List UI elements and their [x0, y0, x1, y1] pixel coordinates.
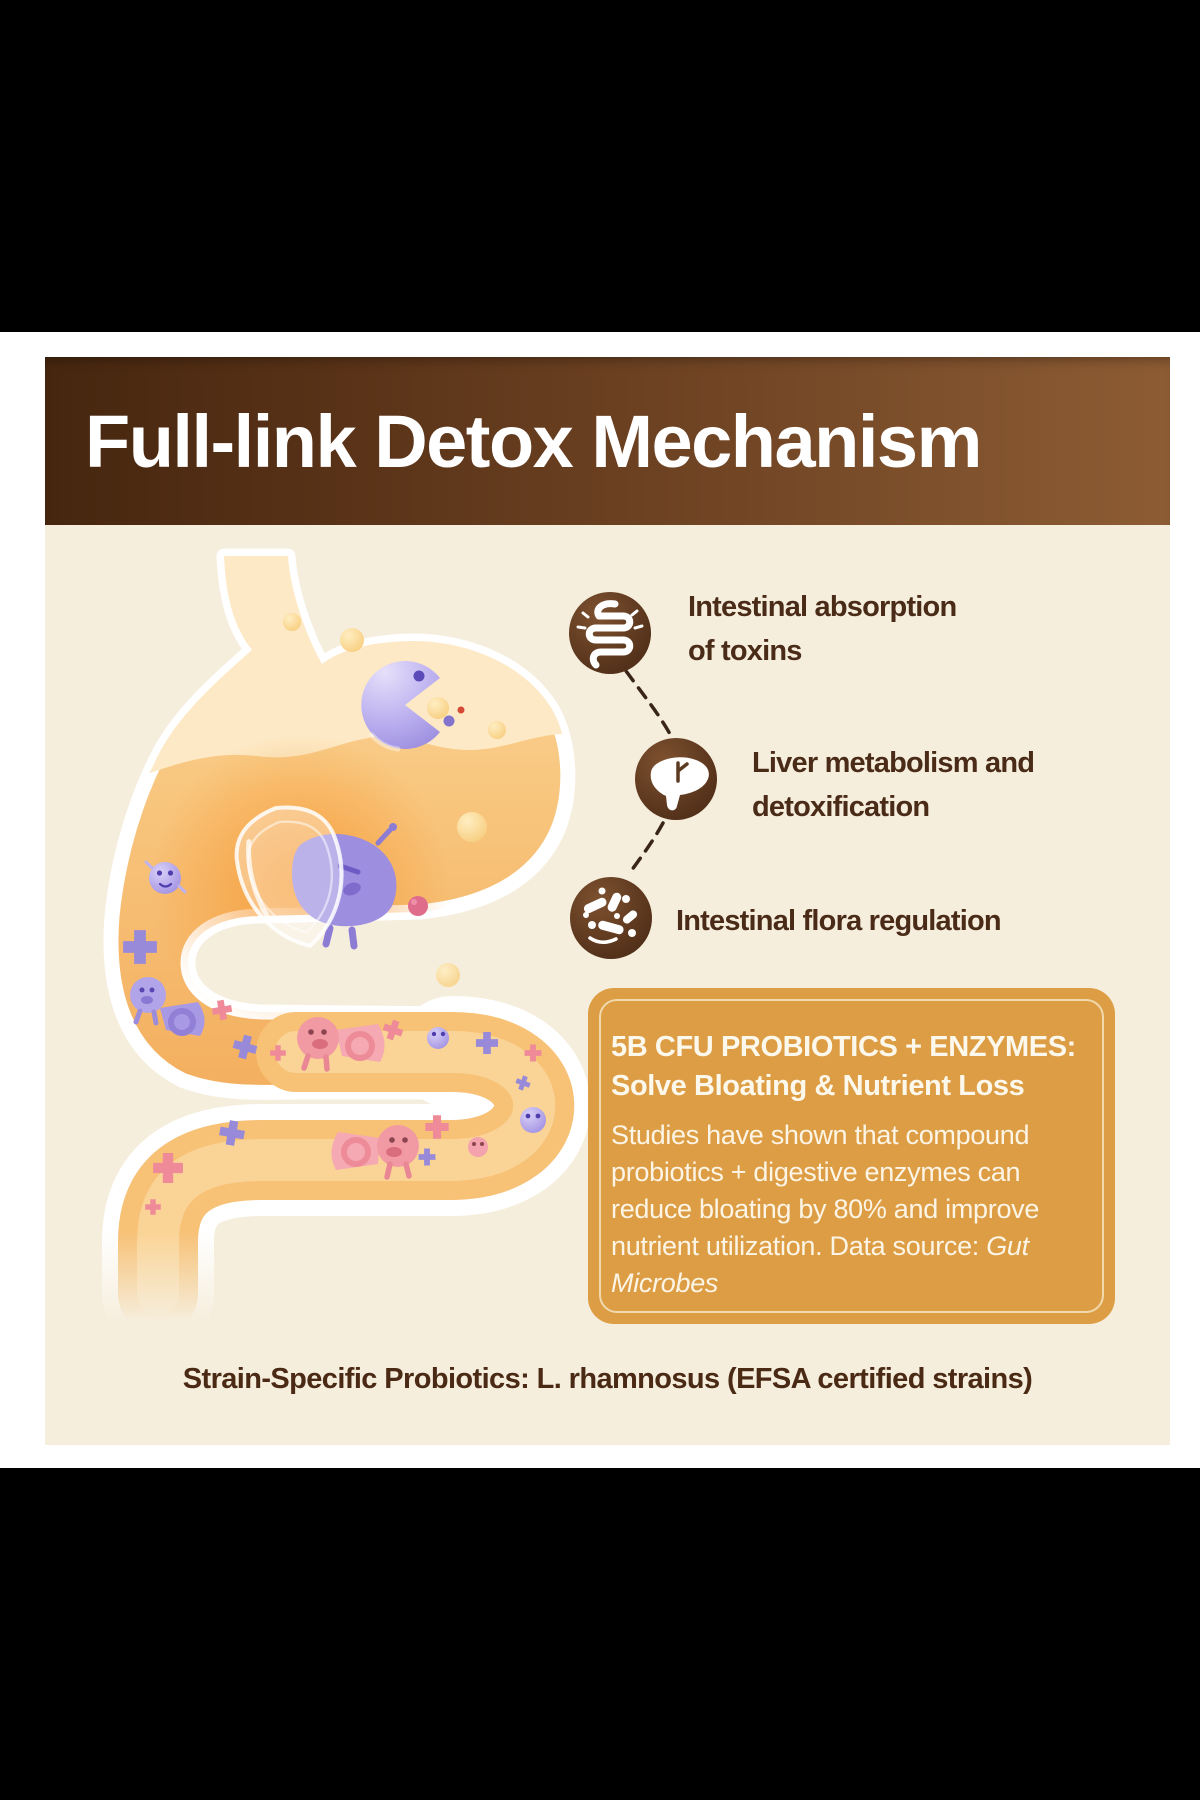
- step-label-liver-metabolism: Liver metabolism and detoxification: [752, 741, 1035, 829]
- step-label-line: Liver metabolism and: [752, 747, 1035, 779]
- claim-heading-line1: 5B CFU PROBIOTICS + ENZYMES:: [611, 1031, 1076, 1063]
- step-label-line: Intestinal flora regulation: [676, 905, 1002, 937]
- step-label-line: of toxins: [688, 635, 802, 667]
- page-title: Full-link Detox Mechanism: [85, 399, 982, 483]
- footnote-strain: Strain-Specific Probiotics: L. rhamnosus…: [182, 1363, 1033, 1395]
- step-label-line: Intestinal absorption: [688, 591, 957, 623]
- claim-body-text: Studies have shown that compound probiot…: [611, 1120, 1040, 1261]
- claim-box: 5B CFU PROBIOTICS + ENZYMES: Solve Bloat…: [588, 988, 1115, 1324]
- claim-heading-line2: Solve Bloating & Nutrient Loss: [611, 1070, 1025, 1102]
- intestine-icon: [569, 592, 651, 674]
- claim-body-source: Gut Microbes: [611, 1231, 1029, 1298]
- claim-body: Studies have shown that compound probiot…: [611, 1117, 1078, 1302]
- liver-icon: [635, 738, 717, 820]
- step-label-flora-regulation: Intestinal flora regulation: [676, 899, 1002, 943]
- header-banner: Full-link Detox Mechanism: [45, 357, 1170, 525]
- step-label-intestinal-absorption: Intestinal absorption of toxins: [688, 585, 957, 673]
- claim-heading: 5B CFU PROBIOTICS + ENZYMES: Solve Bloat…: [611, 1028, 1085, 1106]
- step-label-line: detoxification: [752, 791, 930, 823]
- flora-icon: [570, 877, 652, 959]
